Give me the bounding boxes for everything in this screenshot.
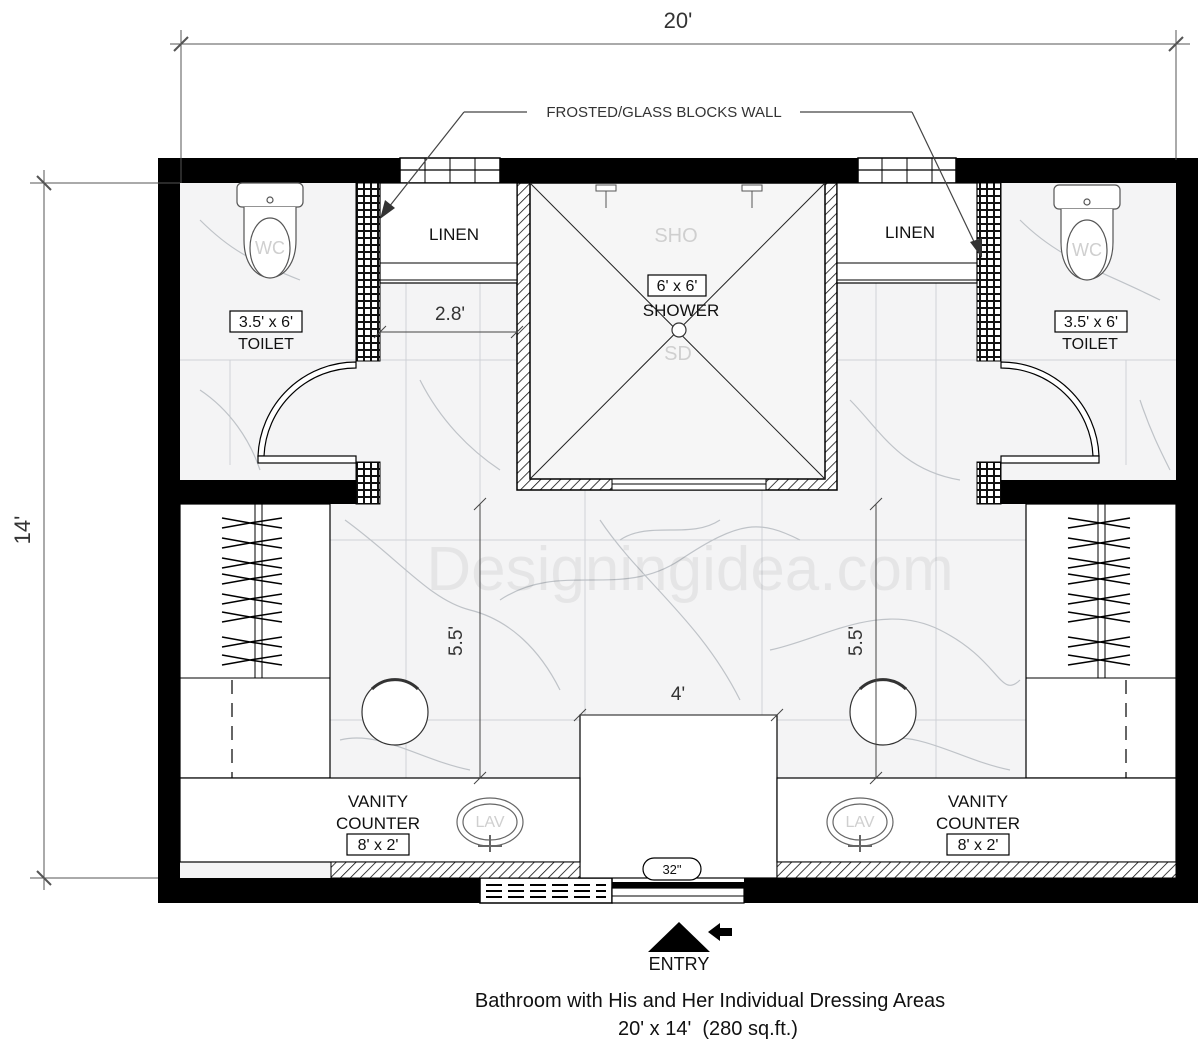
dim-overall-width: 20' [664,8,693,33]
linen-right-label: LINEN [885,223,935,242]
caption-title: Bathroom with His and Her Individual Dre… [475,990,945,1012]
wc-right-label: WC [1072,240,1102,260]
shower-head-right-icon [741,184,763,208]
callout-arrow-left-icon [380,200,395,219]
toilet-left: WC 3.5' x 6' TOILET [229,182,357,464]
closet-right [1025,503,1177,779]
shower-head-label: SHO [654,225,697,247]
toilet-left-door-swing [257,361,357,464]
linen-left-label: LINEN [429,225,479,244]
shower-enclosure: SHO SD 6' x 6' SHOWER [516,182,838,491]
window-bottom [479,877,613,904]
toilet-right-name: TOILET [1062,336,1118,353]
dim-overall-depth: 14' [10,516,35,545]
entry-landing [579,714,778,879]
vanity-right-line2: COUNTER [936,814,1020,833]
window-top-left [399,157,501,184]
window-top-right [857,157,957,184]
dim-clearance-top: 2.8' [435,304,465,325]
vanity-left-line2: COUNTER [336,814,420,833]
vanity-left-size: 8' x 2' [358,837,399,854]
sink-left-label: LAV [475,814,504,831]
glass-block-walls [355,182,1002,505]
toilet-right: WC 3.5' x 6' TOILET [1000,184,1128,464]
shower-head-left-icon [595,184,617,208]
vanity-right-size: 8' x 2' [958,837,999,854]
door-width-tag [642,857,702,881]
toilet-left-name: TOILET [238,336,294,353]
closet-left [179,503,331,779]
entry-triangle-icon [648,922,710,952]
stool-right-icon [849,678,917,746]
sink-right-icon [826,797,894,852]
toilet-right-size: 3.5' x 6' [1064,314,1118,331]
shower-size-box [647,274,707,297]
shower-size: 6' x 6' [657,278,698,295]
vanity-left-line1: VANITY [348,792,408,811]
stool-left-icon [361,678,429,746]
overall-dimension-lines [30,30,1190,890]
sink-right-label: LAV [845,814,874,831]
frosted-wall-note: FROSTED/GLASS BLOCKS WALL [546,104,781,121]
exterior-walls [158,158,1198,903]
entry-arrow-icon [708,923,732,941]
caption-subtitle: 20' x 14' (280 sq.ft.) [618,1018,798,1040]
dim-left-aisle: 5.5' [446,626,467,656]
shower-drain-label: SD [664,343,692,365]
linen-right: LINEN [836,182,978,284]
vanity-right-line1: VANITY [948,792,1008,811]
toilet-left-size: 3.5' x 6' [239,314,293,331]
toilet-right-size-box [1054,310,1128,333]
wc-left-label: WC [255,238,285,258]
callout-arrow-right-icon [970,238,982,258]
shower-drain-icon [671,322,687,338]
shower-name: SHOWER [643,301,720,320]
entry-label: ENTRY [649,954,710,974]
entry-door-opening [611,887,745,904]
sink-left-icon [456,797,524,852]
wc-left-icon [236,182,304,279]
interior-partitions [180,480,1176,504]
toilet-right-door-swing [1000,361,1100,464]
wc-right-icon [1053,184,1121,281]
interior-dimensions [373,325,883,785]
dim-center-gap: 4' [671,684,685,705]
hangers-left-icon [221,517,283,666]
vanity-left-size-box [346,833,410,856]
toilet-left-size-box [229,310,303,333]
dim-right-aisle: 5.5' [846,626,867,656]
linen-left: LINEN [379,182,518,284]
frosted-wall-callout [384,111,979,251]
vanity-right: VANITY COUNTER 8' x 2' LAV [776,777,1177,879]
door-width: 32" [662,862,681,877]
vanity-left: VANITY COUNTER 8' x 2' LAV [179,777,581,879]
vanity-right-size-box [946,833,1010,856]
watermark: Designingidea.com [426,535,953,604]
hangers-right-icon [1067,517,1131,666]
